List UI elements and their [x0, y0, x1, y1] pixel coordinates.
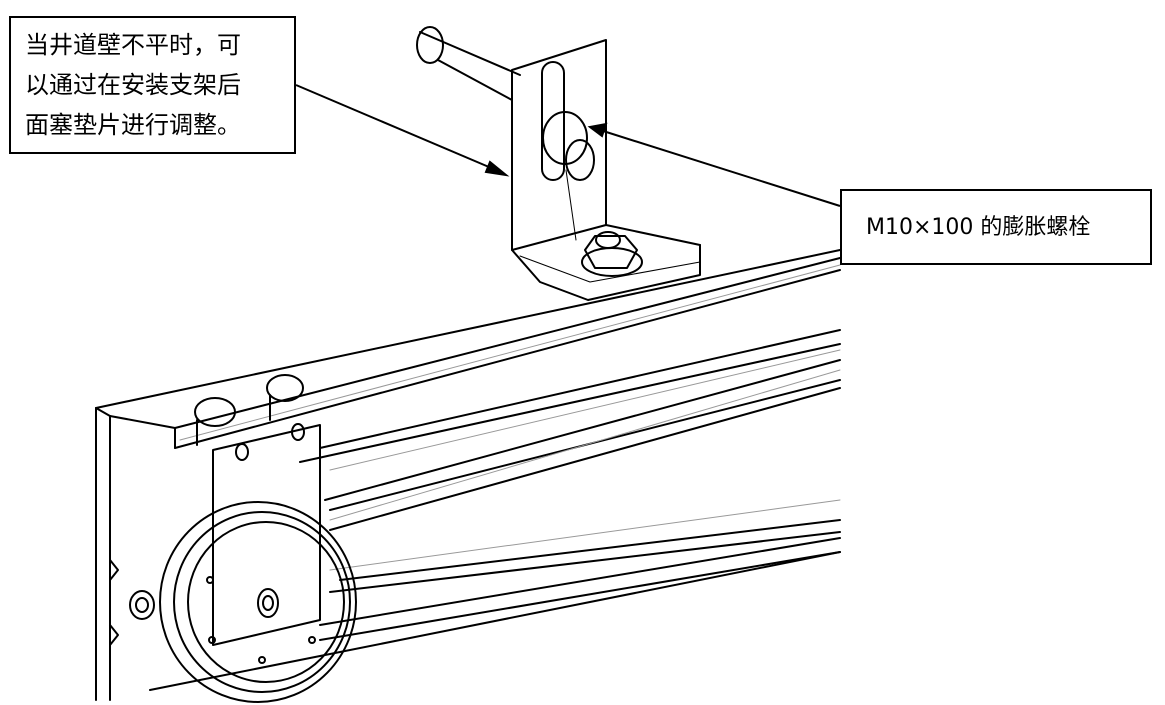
- callout-line-2: 以通过在安装支架后: [25, 71, 241, 99]
- wall-bracket: [511, 39, 701, 301]
- base-nut: [581, 231, 643, 277]
- channel-rail: [95, 249, 841, 701]
- pulley-wheel: [159, 501, 357, 703]
- bracket-slot: [541, 61, 565, 181]
- callout-line-3: 面塞垫片进行调整。: [25, 111, 241, 139]
- pulley-bracket: [212, 423, 321, 646]
- callout-line-1: 当井道壁不平时，可: [25, 31, 241, 59]
- expansion-bolt-callout: M10×100 的膨胀螺栓: [840, 189, 1152, 265]
- leader-lines: [295, 84, 841, 207]
- rail-bolts: [194, 374, 304, 446]
- shim-adjustment-callout: 当井道壁不平时，可 以通过在安装支架后 面塞垫片进行调整。: [9, 16, 296, 154]
- callout-bolt-label: M10×100 的膨胀螺栓: [866, 215, 1091, 240]
- rail-inner-lines: [179, 264, 841, 571]
- expansion-bolt: [416, 26, 595, 241]
- side-nut: [129, 590, 155, 620]
